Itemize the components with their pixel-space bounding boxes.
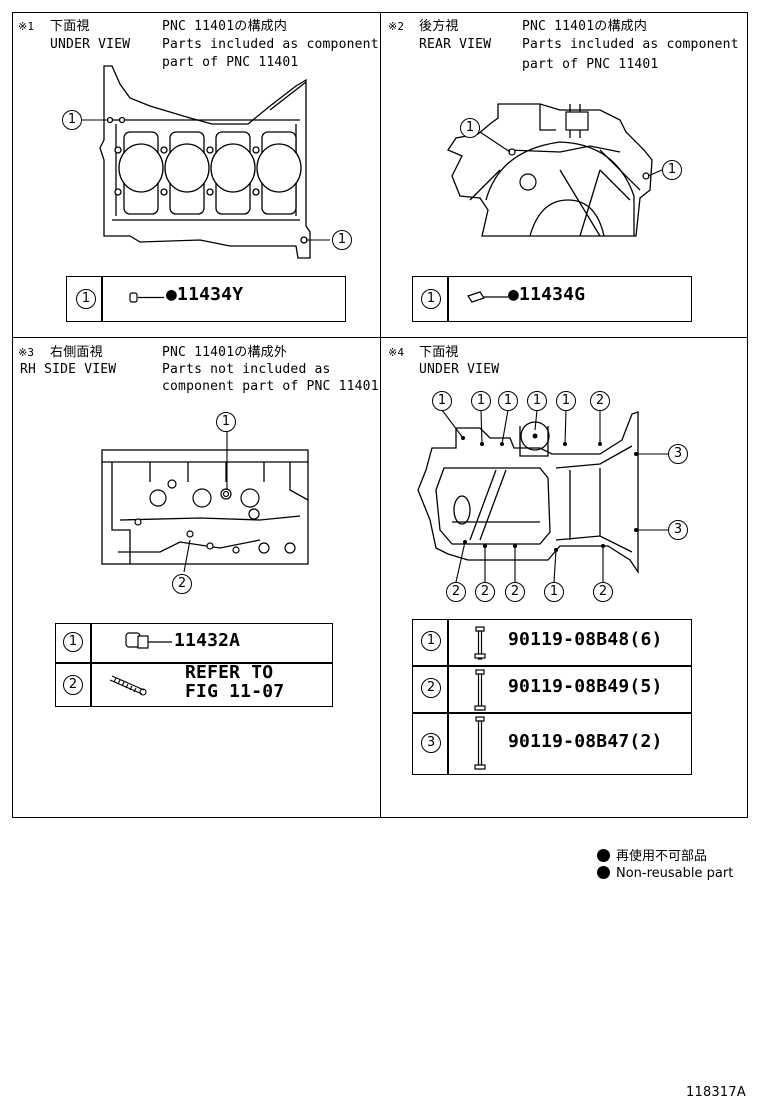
callout-1: 1 [662,160,682,180]
callout-2: 2 [590,391,610,411]
pnc-note-jp: PNC 11401の構成外 [162,345,288,360]
callout-1: 1 [432,391,452,411]
pnc-note-en-line2: component part of PNC 11401 [162,379,379,394]
part-number: 90119-08B49(5) [508,676,663,697]
view-title-en: UNDER VIEW [419,362,500,377]
cylinder-block-under-view-drawing [82,65,330,259]
part-number: ●11434Y [166,284,244,305]
non-reusable-dot-icon [597,866,610,879]
table-number-1: 1 [76,289,96,309]
callout-1: 1 [544,582,564,602]
table-number-3: 3 [421,733,441,753]
table-number-2: 2 [63,675,83,695]
view-title-jp: 後方視 [419,19,459,34]
panel-mark: ※3 [18,346,35,359]
callout-2: 2 [593,582,613,602]
table-number-1: 1 [63,632,83,652]
callout-1: 1 [498,391,518,411]
part-reference-line2: FIG 11-07 [185,681,285,702]
horizontal-divider [12,337,748,338]
part-number: 90119-08B47(2) [508,731,663,752]
pnc-note-en-line2: part of PNC 11401 [162,55,299,70]
parts-table [412,619,692,775]
plug-icon [467,291,508,303]
plug-icon [129,292,164,303]
panel-mark: ※1 [18,20,35,33]
legend-jp: 再使用不可部品 [597,845,707,864]
callout-1: 1 [62,110,82,130]
pnc-note-en-line2: part of PNC 11401 [522,57,659,72]
parts-table [66,276,346,322]
vertical-divider [380,12,381,818]
view-title-jp: 下面視 [50,19,90,34]
stud-bolt-icon [109,675,147,696]
table-number-1: 1 [421,289,441,309]
view-title-jp: 下面視 [419,345,459,360]
view-title-en: REAR VIEW [419,37,492,52]
callout-3: 3 [668,444,688,464]
callout-3: 3 [668,520,688,540]
panel-mark: ※4 [388,346,405,359]
callout-2: 2 [505,582,525,602]
figure-id: 118317A [686,1085,746,1100]
view-title-en: RH SIDE VIEW [20,362,117,377]
view-title-en: UNDER VIEW [50,37,131,52]
cylinder-block-side-view-drawing [101,430,309,573]
callout-2: 2 [172,574,192,594]
part-reference-line1: REFER TO [185,662,274,683]
callout-1: 1 [460,118,480,138]
part-number: 11432A [174,630,241,651]
pnc-note-en-line1: Parts not included as [162,362,331,377]
legend-label-en: Non-reusable part [616,866,734,881]
view-title-jp: 右側面視 [50,345,103,360]
pnc-note-en-line1: Parts included as component [162,37,379,52]
table-number-2: 2 [421,678,441,698]
parts-table [55,623,333,707]
pnc-note-en-line1: Parts included as component [522,37,739,52]
part-number: ●11434G [508,284,586,305]
non-reusable-dot-icon [597,849,610,862]
callout-1: 1 [527,391,547,411]
plug-bolt-icon [125,632,172,649]
panel-mark: ※2 [388,20,405,33]
part-number: 90119-08B48(6) [508,629,663,650]
callout-2: 2 [446,582,466,602]
pnc-note-jp: PNC 11401の構成内 [522,19,648,34]
legend-en: Non-reusable part [597,866,733,881]
pnc-note-jp: PNC 11401の構成内 [162,19,288,34]
callout-1: 1 [332,230,352,250]
bolt-icons [474,626,486,770]
callout-2: 2 [475,582,495,602]
callout-1: 1 [556,391,576,411]
parts-table [412,276,692,322]
callout-1: 1 [471,391,491,411]
callout-1: 1 [216,412,236,432]
oil-pan-under-view-drawing [417,409,668,583]
legend-label-jp: 再使用不可部品 [616,849,708,864]
table-number-1: 1 [421,631,441,651]
cylinder-block-rear-view-drawing [447,103,663,237]
